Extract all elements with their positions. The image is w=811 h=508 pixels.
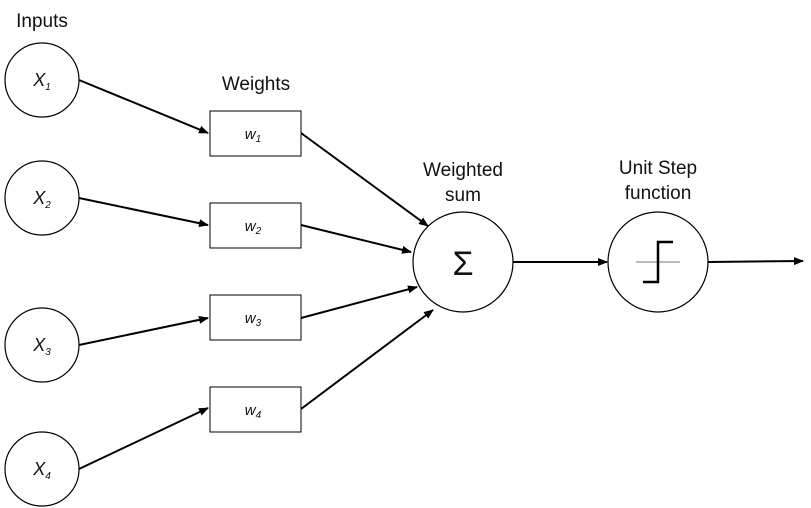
arrow-output <box>707 257 804 266</box>
inputs-heading: Inputs <box>16 11 68 32</box>
arrow-w2-sum <box>300 224 412 254</box>
step-function-node <box>607 211 709 313</box>
arrow-x2-w2 <box>78 197 209 228</box>
svg-text:w2: w2 <box>245 218 262 237</box>
svg-text:X2: X2 <box>32 188 51 211</box>
weight-box-2: w2 <box>209 202 302 249</box>
input-node-3: X3 <box>4 307 80 383</box>
arrow-x1-w1 <box>78 79 209 134</box>
arrow-x3-w3 <box>78 315 209 346</box>
sum-node: Σ <box>412 211 514 313</box>
step-function-heading-line1: Unit Step <box>619 158 697 179</box>
svg-text:w4: w4 <box>245 402 262 421</box>
input-node-1: X1 <box>4 42 80 118</box>
arrow-w1-sum <box>300 132 429 227</box>
weights-heading: Weights <box>222 74 290 95</box>
svg-text:X3: X3 <box>32 335 51 358</box>
input-node-2: X2 <box>4 160 80 236</box>
svg-text:w1: w1 <box>245 126 261 145</box>
arrow-x4-w4 <box>78 407 209 470</box>
weighted-sum-heading-line1: Weighted <box>423 160 503 181</box>
input-node-4: X4 <box>4 431 80 507</box>
arrow-w4-sum <box>300 309 434 410</box>
weighted-sum-heading-line2: sum <box>445 185 481 206</box>
weight-box-4: w4 <box>209 386 302 433</box>
weight-box-3: w3 <box>209 294 302 341</box>
step-function-heading-line2: function <box>625 183 692 204</box>
svg-text:X4: X4 <box>32 459 51 482</box>
weight-box-1: w1 <box>209 110 302 157</box>
svg-text:w3: w3 <box>245 310 262 329</box>
arrow-w3-sum <box>300 285 418 319</box>
step-curve-icon <box>643 240 673 284</box>
svg-text:X1: X1 <box>32 70 51 93</box>
sigma-symbol: Σ <box>452 245 473 283</box>
